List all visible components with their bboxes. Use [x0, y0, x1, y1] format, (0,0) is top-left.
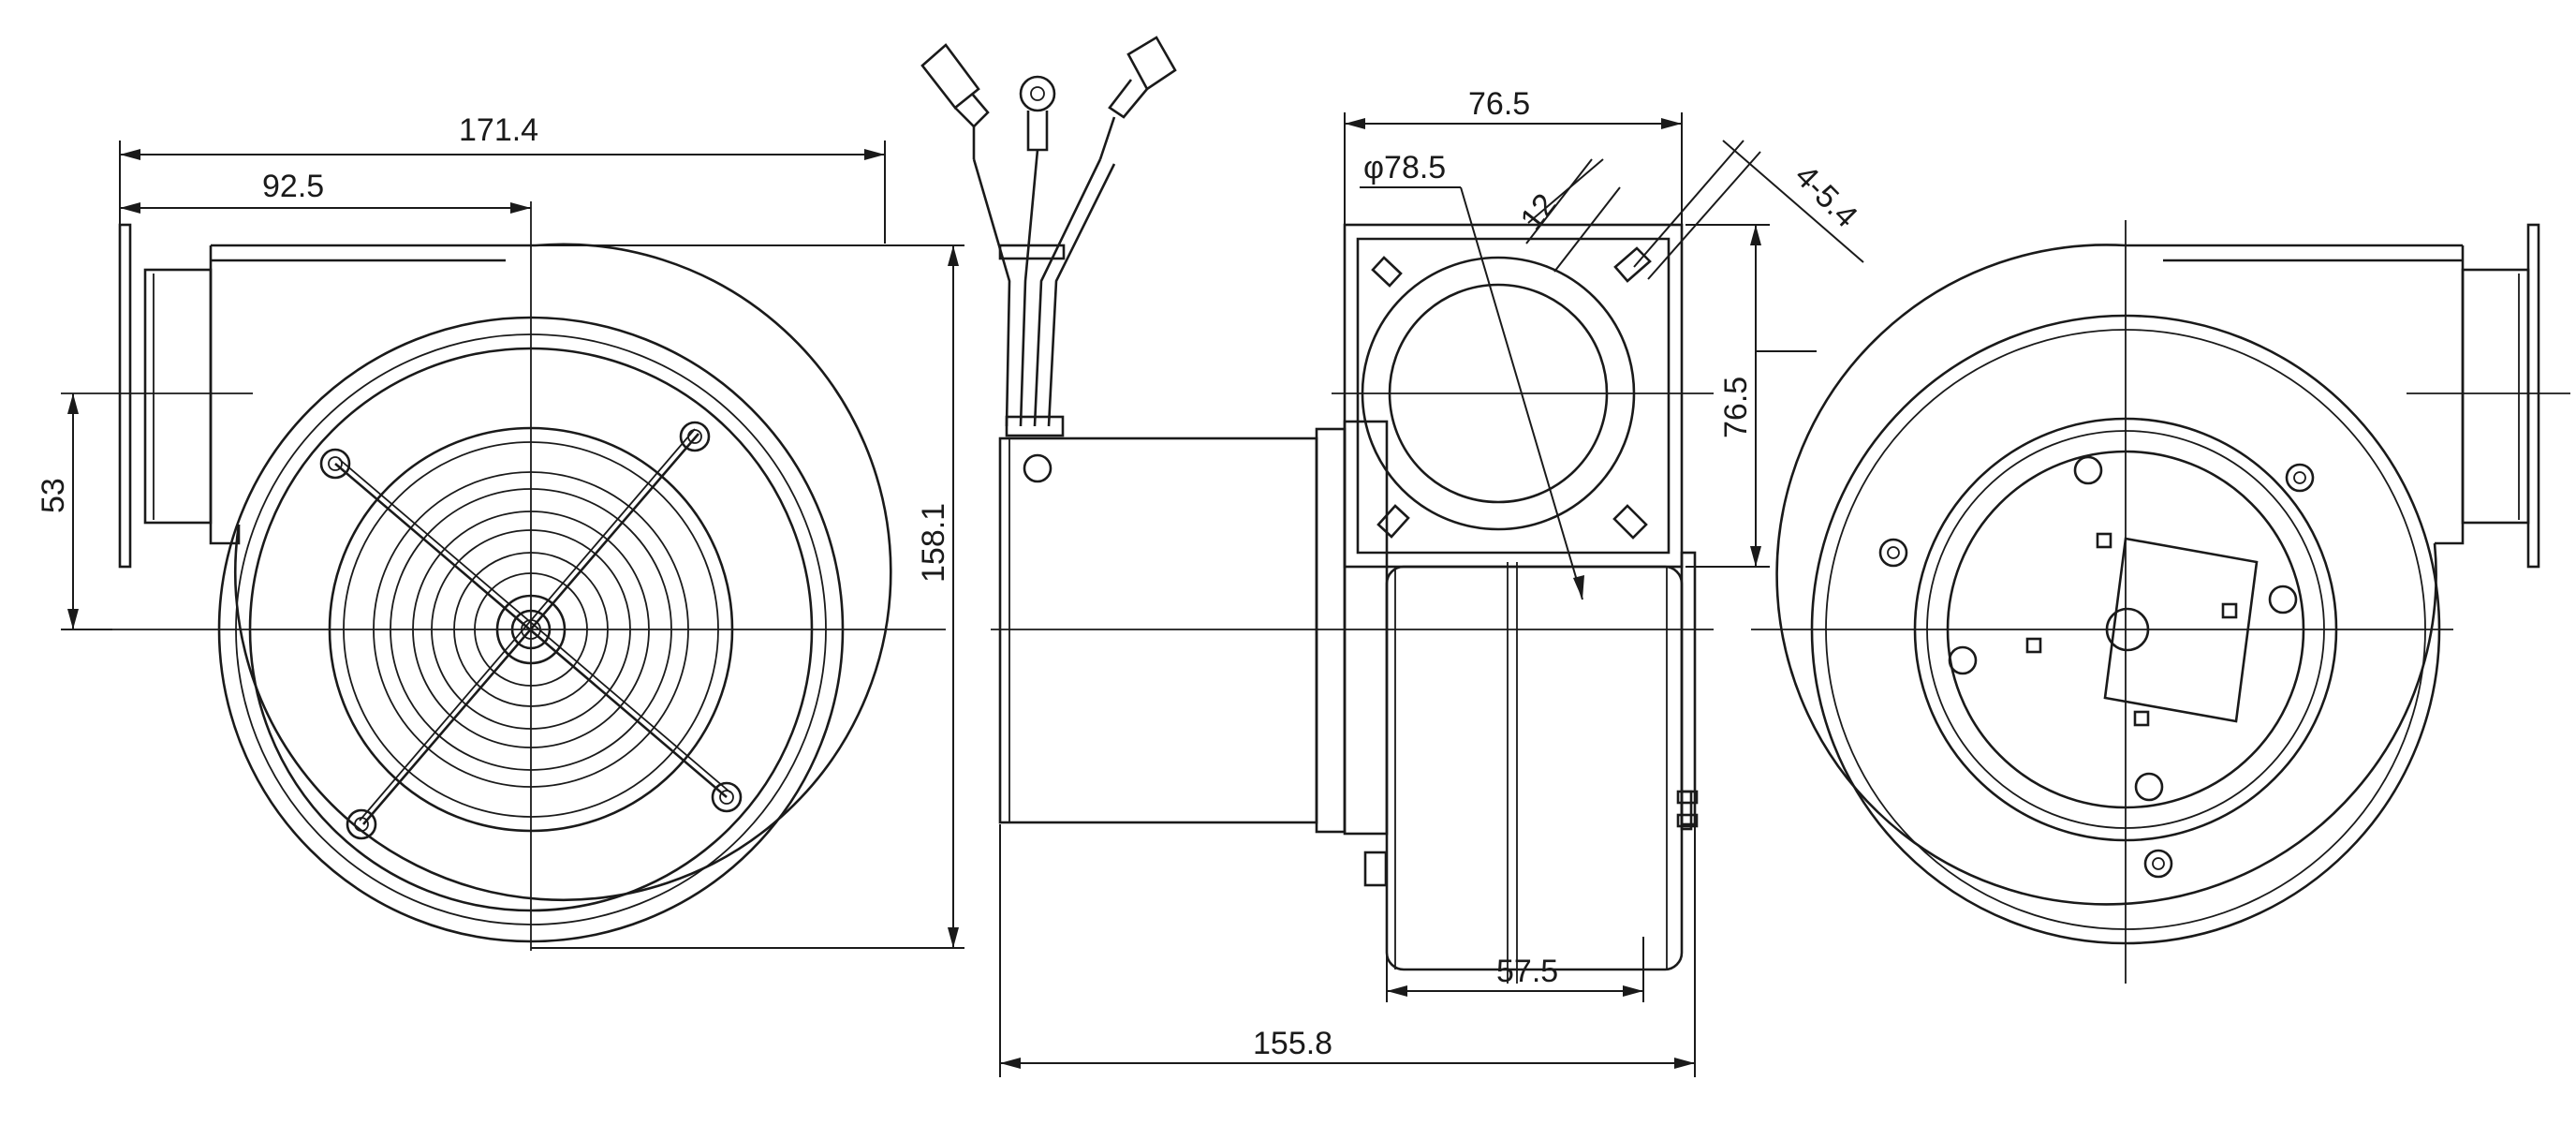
front-view [61, 141, 964, 951]
dim-housing-depth: 57.5 [1496, 954, 1558, 989]
wire-leads [920, 36, 1177, 437]
dim-flange-height: 76.5 [1718, 377, 1754, 438]
dim-overall-depth: 155.8 [1253, 1026, 1332, 1061]
dim-flange-width: 76.5 [1468, 86, 1530, 122]
side-view [920, 36, 1864, 1077]
dim-slot-length: 12 [1513, 187, 1563, 237]
dim-mount-holes: 4-5.4 [1788, 158, 1864, 235]
dim-flange-bore: φ78.5 [1363, 150, 1446, 185]
dim-outlet-height: 53 [36, 478, 71, 513]
dim-overall-height: 158.1 [916, 503, 951, 583]
dim-overall-width: 171.4 [459, 112, 538, 148]
dimension-labels: 171.4 92.5 53 158.1 76.5 φ78.5 12 4-5.4 … [36, 86, 1864, 1061]
dim-inlet-offset: 92.5 [262, 169, 324, 204]
rear-view [1751, 220, 2570, 984]
